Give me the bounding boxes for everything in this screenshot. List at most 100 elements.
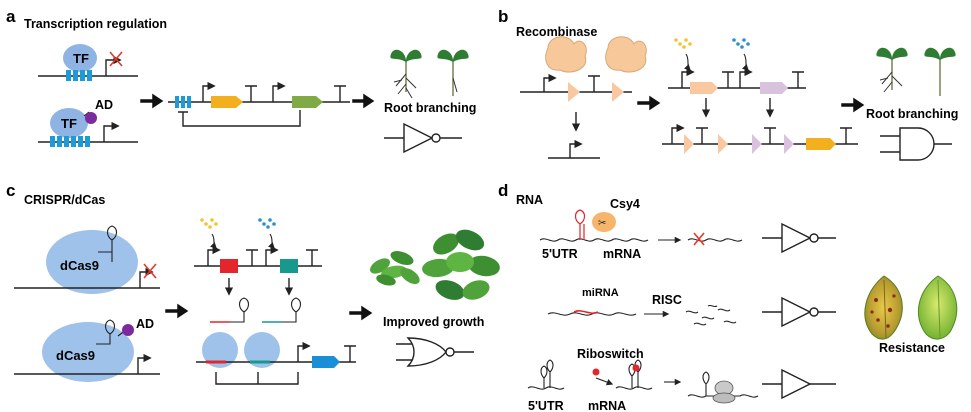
panel-d-letter: d — [498, 181, 508, 200]
outcome-label: Root branching — [384, 101, 476, 115]
dcas9-protein — [42, 322, 134, 382]
mrna-label: mRNA — [588, 399, 626, 412]
process-arrow-icon — [637, 95, 661, 111]
panel-b-letter: b — [498, 7, 508, 26]
panel-c-letter: c — [6, 181, 15, 200]
hairpin — [574, 209, 586, 240]
guide-rna-teal — [262, 297, 302, 323]
blue-gene — [312, 356, 340, 368]
guide-rna-red — [210, 297, 250, 323]
repression-link — [178, 110, 301, 127]
recombinase-gene-1 — [690, 82, 718, 94]
csy4-row: ✂ Csy4 5'UTR mRNA — [539, 197, 743, 261]
scissors-icon: ✂ — [598, 218, 606, 229]
recombination-site — [568, 82, 580, 102]
panel-b: b Recombinase — [498, 7, 958, 161]
risc-label: RISC — [652, 293, 682, 307]
process-arrow-icon — [352, 93, 375, 109]
healthy-leaf-icon — [917, 275, 958, 340]
outcome-label: Root branching — [866, 107, 958, 121]
panel-a-title: Transcription regulation — [24, 17, 167, 31]
terminator — [588, 75, 600, 92]
panel-c: c CRISPR/dCas dCas9 dCas9 AD — [6, 181, 500, 385]
outcome-label: Resistance — [879, 341, 945, 355]
dcas9-label: dCas9 — [60, 258, 99, 273]
csy4-label: Csy4 — [610, 197, 640, 211]
ligand — [592, 368, 600, 376]
process-arrow-icon — [841, 97, 865, 113]
tf-protein — [50, 108, 88, 138]
ad-label: AD — [136, 317, 154, 331]
grna-expression-construct — [194, 245, 322, 273]
terminator — [245, 85, 257, 102]
tf-repressor-construct: TF — [38, 44, 138, 81]
and-gate-icon — [880, 127, 952, 161]
process-arrow-icon — [140, 93, 164, 109]
inducer-yellow-icon — [674, 38, 692, 71]
not-gate-icon — [762, 222, 836, 254]
degraded-rna-icon — [685, 304, 737, 326]
tf-label: TF — [61, 116, 77, 131]
utr-label: 5'UTR — [542, 247, 578, 261]
promoter-arrow — [103, 121, 120, 142]
small-plant-icon — [370, 251, 420, 286]
dcas9-protein — [46, 230, 138, 294]
panel-a-letter: a — [6, 7, 16, 26]
repression-circuit — [168, 81, 350, 127]
tf-activator-construct: TF AD — [38, 98, 138, 147]
and-logic-construct — [662, 123, 858, 154]
blocked-cross-icon — [109, 51, 123, 67]
recombinase-protein — [545, 36, 587, 73]
buffer-gate-icon — [762, 368, 836, 400]
excised-construct — [548, 139, 600, 159]
panel-d: d RNA ✂ Csy4 5'UTR mRNA miRNA — [498, 181, 958, 412]
terminator — [334, 85, 346, 102]
recombination-site — [612, 82, 624, 102]
tf-protein — [63, 44, 97, 72]
orange-gene — [211, 96, 243, 108]
plant-seedling-icon — [390, 49, 422, 99]
recombinase-protein — [605, 36, 647, 73]
not-gate-icon — [384, 122, 462, 154]
operator-sites — [50, 136, 90, 147]
panel-c-title: CRISPR/dCas — [24, 193, 105, 207]
process-arrow-icon — [165, 303, 189, 319]
mirna-strand — [573, 310, 599, 314]
inducer-blue-icon — [732, 38, 750, 71]
plant-seedling-icon — [437, 49, 469, 96]
dcas9-activator-construct: dCas9 AD — [14, 317, 160, 382]
mirna-label: miRNA — [582, 287, 619, 299]
mrna-label: mRNA — [603, 247, 641, 261]
riboswitch-aptamer — [540, 359, 554, 388]
ad-label: AD — [95, 98, 113, 112]
recombinase-expression-construct — [668, 67, 806, 94]
riboswitch-row: Riboswitch 5'UTR mRNA — [527, 347, 759, 412]
green-gene — [292, 96, 323, 108]
guide-rna — [98, 225, 118, 262]
large-plant-icon — [422, 229, 500, 300]
activation-domain — [122, 324, 134, 336]
recombinase-gene-2 — [760, 82, 788, 94]
grna-teal-gene — [280, 259, 298, 273]
inducer-blue-icon — [258, 218, 276, 249]
panel-d-title: RNA — [516, 193, 543, 207]
process-arrow-icon — [349, 305, 373, 321]
recombinase-construct — [520, 73, 632, 102]
operator-sites — [175, 96, 191, 108]
activation-domain — [85, 112, 97, 124]
tf-label: TF — [73, 51, 89, 66]
plant-seedling-icon — [924, 47, 956, 96]
csy4-protein — [592, 212, 616, 232]
blocked-cross-icon — [143, 263, 157, 279]
dcas9-repressor-construct: dCas9 — [14, 225, 160, 294]
panel-a: a Transcription regulation TF TF — [6, 7, 476, 154]
nor-logic-construct — [196, 332, 356, 385]
outcome-label: Improved growth — [383, 315, 484, 329]
panel-b-title: Recombinase — [516, 25, 597, 39]
diseased-leaf-icon — [864, 275, 903, 340]
not-gate-icon — [762, 296, 836, 328]
blocked-cross-icon — [693, 232, 705, 246]
mirna-row: miRNA RISC — [547, 287, 737, 326]
riboswitch-label: Riboswitch — [577, 347, 644, 361]
